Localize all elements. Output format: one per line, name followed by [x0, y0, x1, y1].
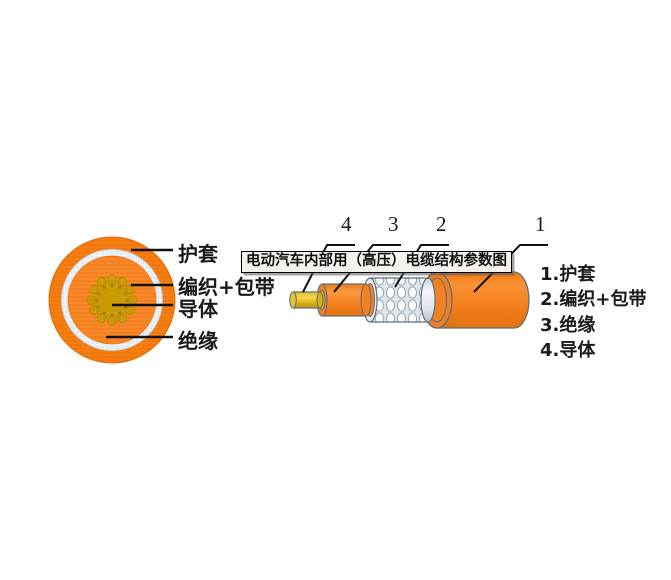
legend-item-1-jacket: 1.护套 — [540, 264, 596, 285]
diagram-title-box: 电动汽车内部用（高压）电缆结构参数图 — [241, 251, 512, 273]
braid-right-face — [420, 277, 436, 323]
insulation-body-fill — [322, 284, 366, 316]
callout-leader-1 — [473, 244, 548, 293]
label-insulation: 绝缘 — [178, 329, 218, 353]
cross-section-group — [48, 236, 176, 364]
diagram-title-text: 电动汽车内部用（高压）电缆结构参数图 — [246, 253, 507, 269]
braid-body-edges — [370, 277, 428, 323]
callout-leader-4 — [302, 244, 355, 293]
legend-item-2-braid-tape: 2.编织+包带 — [540, 289, 647, 310]
insulation-right-face — [360, 283, 372, 317]
legend-item-4-conductor: 4.导体 — [540, 340, 596, 361]
callout-leader-lines — [302, 244, 548, 293]
cs-conductor-layer — [86, 274, 138, 326]
callout-number-1: 1 — [535, 212, 546, 236]
conductor-body-edges — [293, 291, 320, 309]
callout-number-3: 3 — [388, 212, 399, 236]
callout-leader-3 — [333, 244, 401, 293]
callout-number-2: 2 — [436, 212, 447, 236]
conductor-right-face — [316, 291, 324, 309]
label-braid-tape: 编织+包带 — [178, 275, 275, 299]
cross-section-leader-lines — [106, 248, 173, 339]
braid-body-fill — [370, 278, 428, 322]
callout-number-4: 4 — [341, 212, 352, 236]
legend-item-3-insulation: 3.绝缘 — [540, 315, 596, 336]
conductor-body-fill — [293, 292, 320, 308]
label-jacket: 护套 — [178, 242, 218, 266]
callout-leader-2 — [394, 244, 449, 288]
cable-3d-group — [289, 271, 530, 329]
conductor-tip-face — [289, 291, 297, 309]
label-conductor: 导体 — [178, 297, 218, 321]
insulation-body-edges — [322, 283, 366, 317]
